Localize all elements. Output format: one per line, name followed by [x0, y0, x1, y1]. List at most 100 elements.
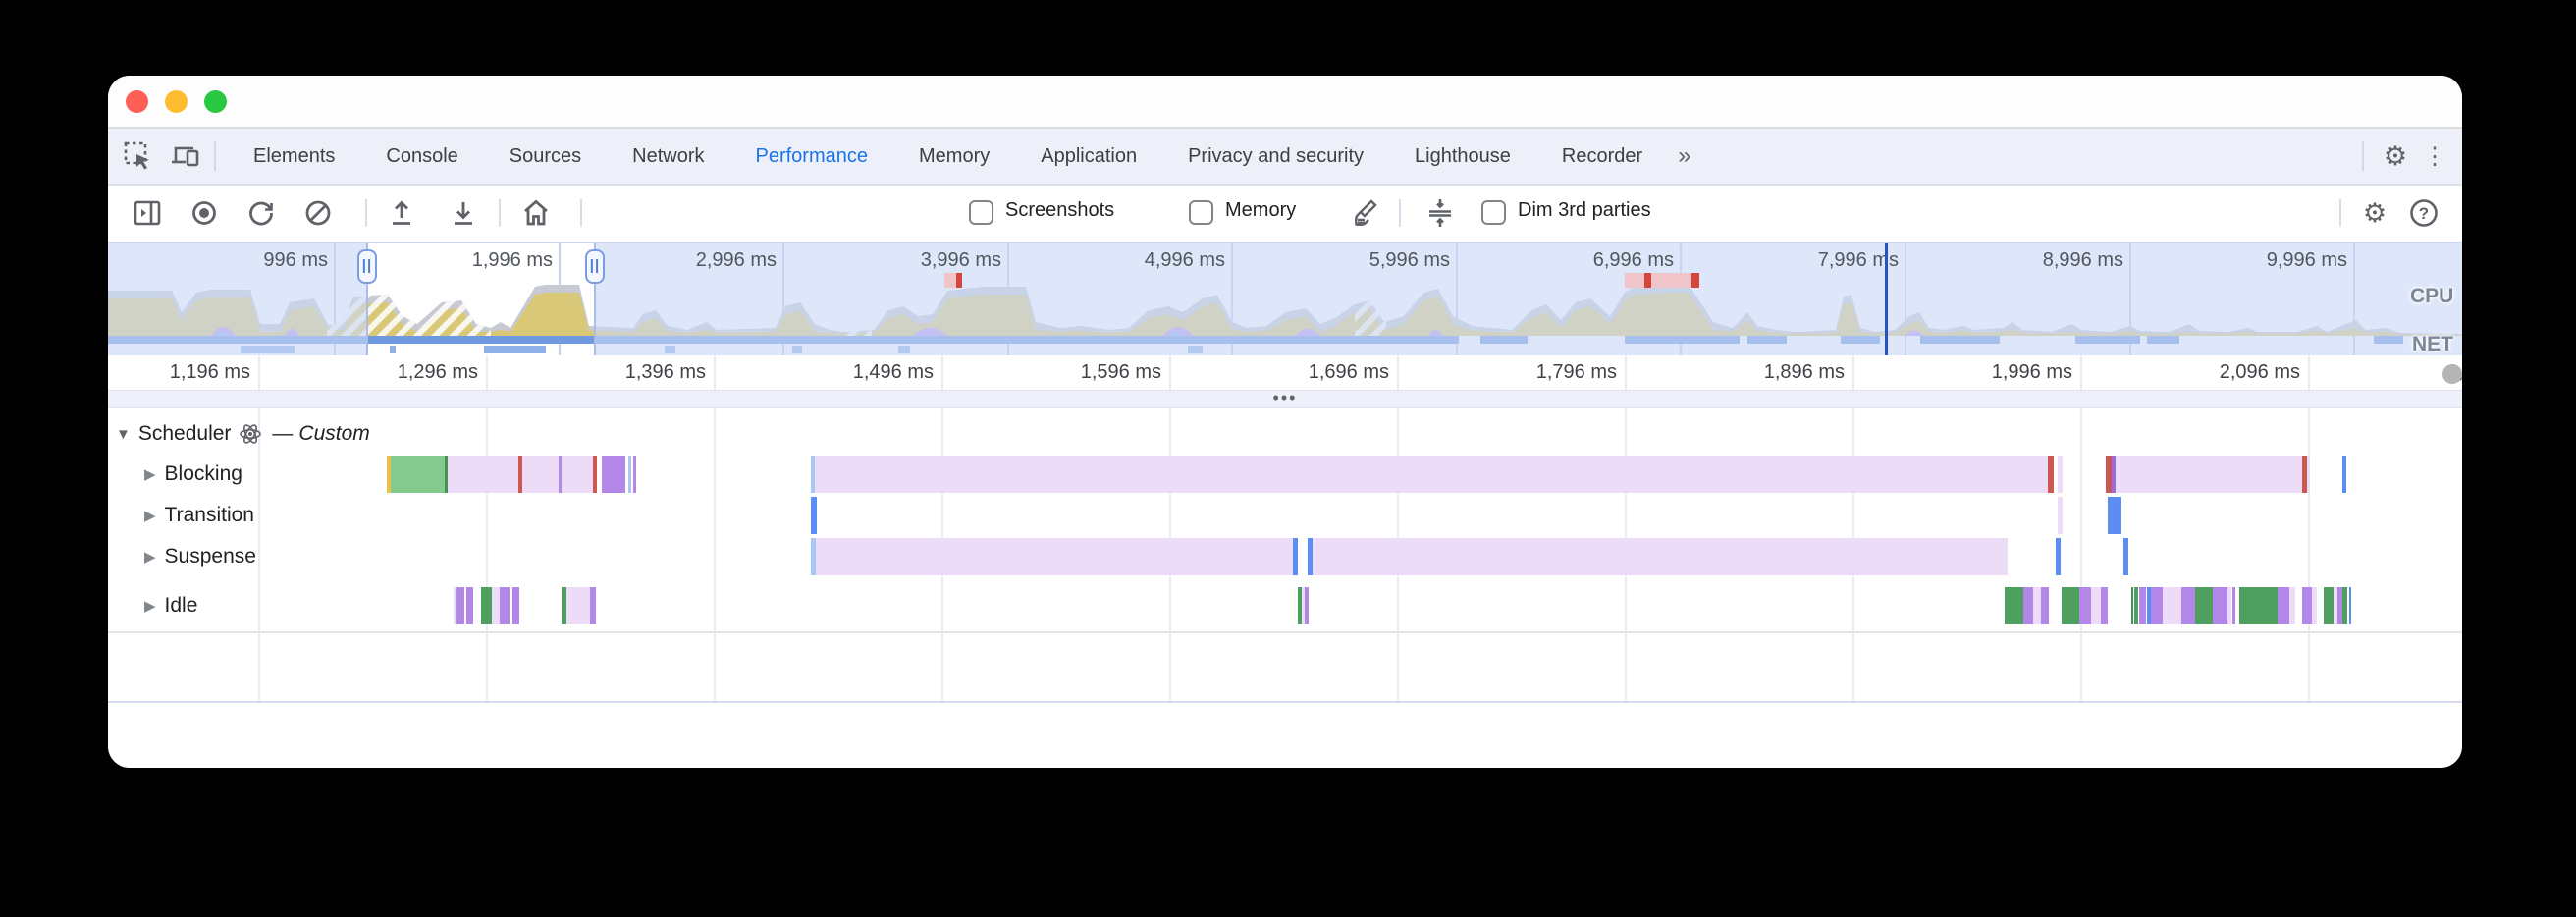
collapse-flamechart-icon[interactable] — [1423, 196, 1457, 230]
panel-resize-divider[interactable]: ••• — [108, 389, 2462, 408]
flame-segment-purple[interactable] — [2337, 587, 2342, 624]
flame-segment-green2[interactable] — [562, 587, 566, 624]
flame-segment-purple[interactable] — [2079, 587, 2091, 624]
flame-segment-lav[interactable] — [2116, 456, 2302, 493]
flame-segment-blue[interactable] — [1293, 538, 1298, 575]
flame-segment-green2[interactable] — [2195, 587, 2213, 624]
flame-segment-lav[interactable] — [815, 456, 2048, 493]
flame-segment-blueLt[interactable] — [811, 456, 815, 493]
flame-segment-blueLt[interactable] — [811, 538, 816, 575]
collapse-triangle-icon[interactable]: ▼ — [116, 425, 131, 443]
flame-segment-blue[interactable] — [2108, 497, 2121, 534]
device-toolbar-icon[interactable] — [169, 139, 202, 173]
flame-segment-green2[interactable] — [2134, 587, 2138, 624]
flame-segment-red[interactable] — [2302, 456, 2307, 493]
playhead-line[interactable] — [1885, 243, 1888, 357]
flame-segment-lav[interactable] — [2227, 587, 2231, 624]
flame-segment-purpleDk[interactable] — [2112, 456, 2116, 493]
flame-segment-lav[interactable] — [492, 587, 500, 624]
traffic-light-close[interactable] — [126, 90, 148, 113]
flame-segment-purple[interactable] — [456, 587, 464, 624]
flame-segment-green2[interactable] — [2062, 587, 2079, 624]
upload-profile-icon[interactable] — [385, 196, 418, 230]
flame-segment-greenDk[interactable] — [2131, 587, 2133, 624]
download-profile-icon[interactable] — [447, 196, 480, 230]
flame-segment-lav[interactable] — [2312, 587, 2317, 624]
kebab-menu-icon[interactable]: ⋮ — [2423, 142, 2446, 170]
dim-3rd-parties-checkbox[interactable] — [1481, 200, 1506, 225]
flame-segment-red[interactable] — [593, 456, 597, 493]
flame-segment-red[interactable] — [2048, 456, 2054, 493]
tab-application[interactable]: Application — [1041, 145, 1138, 167]
flame-segment-purple[interactable] — [466, 587, 473, 624]
expand-triangle-icon[interactable]: ▶ — [144, 549, 156, 566]
row-label-blocking[interactable]: ▶Blocking — [144, 456, 242, 493]
flame-segment-lav[interactable] — [2033, 587, 2041, 624]
flame-segment-purple[interactable] — [2213, 587, 2227, 624]
flame-segment-green2[interactable] — [2324, 587, 2334, 624]
flame-segment-purple[interactable] — [2041, 587, 2049, 624]
flame-segment-purple[interactable] — [2278, 587, 2289, 624]
flame-segment-blue[interactable] — [2349, 587, 2351, 624]
flame-segment-blue[interactable] — [2123, 538, 2128, 575]
flame-segment-lav[interactable] — [2307, 456, 2310, 493]
row-label-suspense[interactable]: ▶Suspense — [144, 538, 256, 575]
tab-console[interactable]: Console — [386, 145, 458, 167]
flame-segment-lav[interactable] — [2058, 456, 2063, 493]
flame-segment-purple[interactable] — [2101, 587, 2108, 624]
flame-segment-blue[interactable] — [811, 497, 817, 534]
clear-icon[interactable] — [301, 196, 335, 230]
tab-lighthouse[interactable]: Lighthouse — [1415, 145, 1511, 167]
tab-privacy-and-security[interactable]: Privacy and security — [1188, 145, 1365, 167]
flame-segment-lav[interactable] — [2289, 587, 2295, 624]
expand-triangle-icon[interactable]: ▶ — [144, 466, 156, 483]
flame-segment-green2[interactable] — [481, 587, 492, 624]
flame-segment-lav[interactable] — [2163, 587, 2181, 624]
tab-performance[interactable]: Performance — [755, 145, 869, 167]
flame-segment-green2[interactable] — [2239, 587, 2278, 624]
flame-segment-purple[interactable] — [2302, 587, 2312, 624]
flame-segment-lav[interactable] — [816, 538, 1293, 575]
reload-record-icon[interactable] — [244, 196, 278, 230]
flame-segment-lav[interactable] — [562, 456, 593, 493]
flame-segment-purple[interactable] — [1305, 587, 1309, 624]
flame-segment-purple[interactable] — [2151, 587, 2163, 624]
flame-segment-lav[interactable] — [1313, 538, 2008, 575]
flame-segment-lav[interactable] — [2091, 587, 2101, 624]
flame-segment-purple[interactable] — [2139, 587, 2146, 624]
flame-segment-yellow[interactable] — [387, 456, 391, 493]
flame-segment-green2[interactable] — [2342, 587, 2347, 624]
flame-segment-lav[interactable] — [1302, 587, 1305, 624]
flame-segment-purple[interactable] — [512, 587, 519, 624]
flame-segment-purple[interactable] — [590, 587, 596, 624]
flame-segment-blueLt[interactable] — [628, 456, 631, 493]
expand-triangle-icon[interactable]: ▶ — [144, 508, 156, 524]
flame-segment-blue[interactable] — [2342, 456, 2346, 493]
flame-segment-purple[interactable] — [633, 456, 636, 493]
track-header-scheduler[interactable]: ▼Scheduler—Custom — [116, 420, 370, 448]
more-tabs-button[interactable]: » — [1678, 142, 1691, 169]
flame-segment-lav[interactable] — [2334, 587, 2337, 624]
flame-segment-lav[interactable] — [566, 587, 590, 624]
help-icon[interactable]: ? — [2407, 196, 2441, 230]
garbage-collect-icon[interactable] — [1351, 196, 1384, 230]
flame-segment-lav[interactable] — [454, 587, 456, 624]
expand-triangle-icon[interactable]: ▶ — [144, 598, 156, 615]
record-icon[interactable] — [188, 196, 221, 230]
tab-network[interactable]: Network — [632, 145, 705, 167]
toggle-sidebar-icon[interactable] — [131, 196, 164, 230]
flame-segment-green2[interactable] — [2005, 587, 2023, 624]
settings-gear-icon[interactable]: ⚙ — [2383, 140, 2408, 171]
home-icon[interactable] — [519, 196, 553, 230]
flame-segment-lav[interactable] — [522, 456, 559, 493]
selection-right-handle[interactable]: || — [585, 249, 605, 284]
tab-memory[interactable]: Memory — [919, 145, 991, 167]
flame-segment-purple[interactable] — [2023, 587, 2033, 624]
flame-segment-blue[interactable] — [2056, 538, 2061, 575]
traffic-light-minimize[interactable] — [165, 90, 188, 113]
inspect-element-icon[interactable] — [122, 139, 155, 173]
flame-segment-lav[interactable] — [2058, 497, 2063, 534]
flame-segment-blue[interactable] — [2147, 587, 2151, 624]
vertical-scrollbar-thumb[interactable] — [2442, 364, 2462, 384]
